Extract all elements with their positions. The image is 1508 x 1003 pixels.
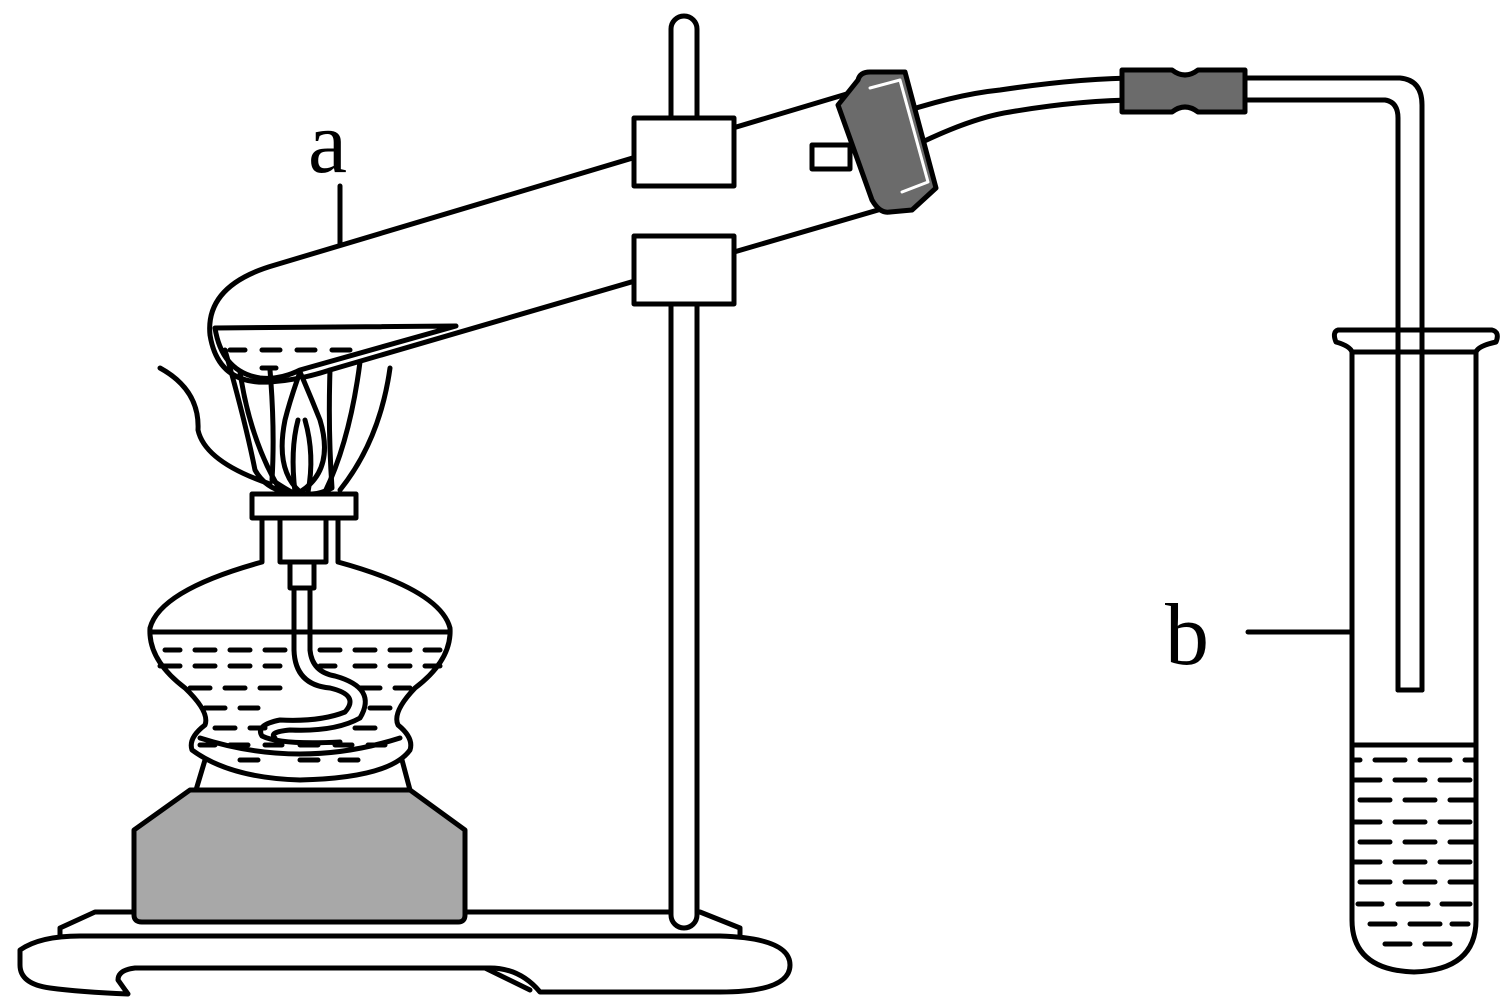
label-b: b [1165, 587, 1209, 684]
upper-clamp [631, 115, 737, 189]
heating-block [131, 787, 468, 925]
test-tube-b [1331, 327, 1500, 975]
rubber-connector [1119, 67, 1248, 115]
delivery-tube-inner [1395, 327, 1425, 693]
delivery-tube [877, 75, 1425, 693]
stopper-stub [809, 142, 853, 172]
rubber-stopper [835, 69, 939, 215]
alcohol-lamp [147, 491, 453, 793]
label-a: a [308, 95, 347, 192]
lower-clamp [631, 233, 737, 307]
flame [157, 347, 393, 497]
